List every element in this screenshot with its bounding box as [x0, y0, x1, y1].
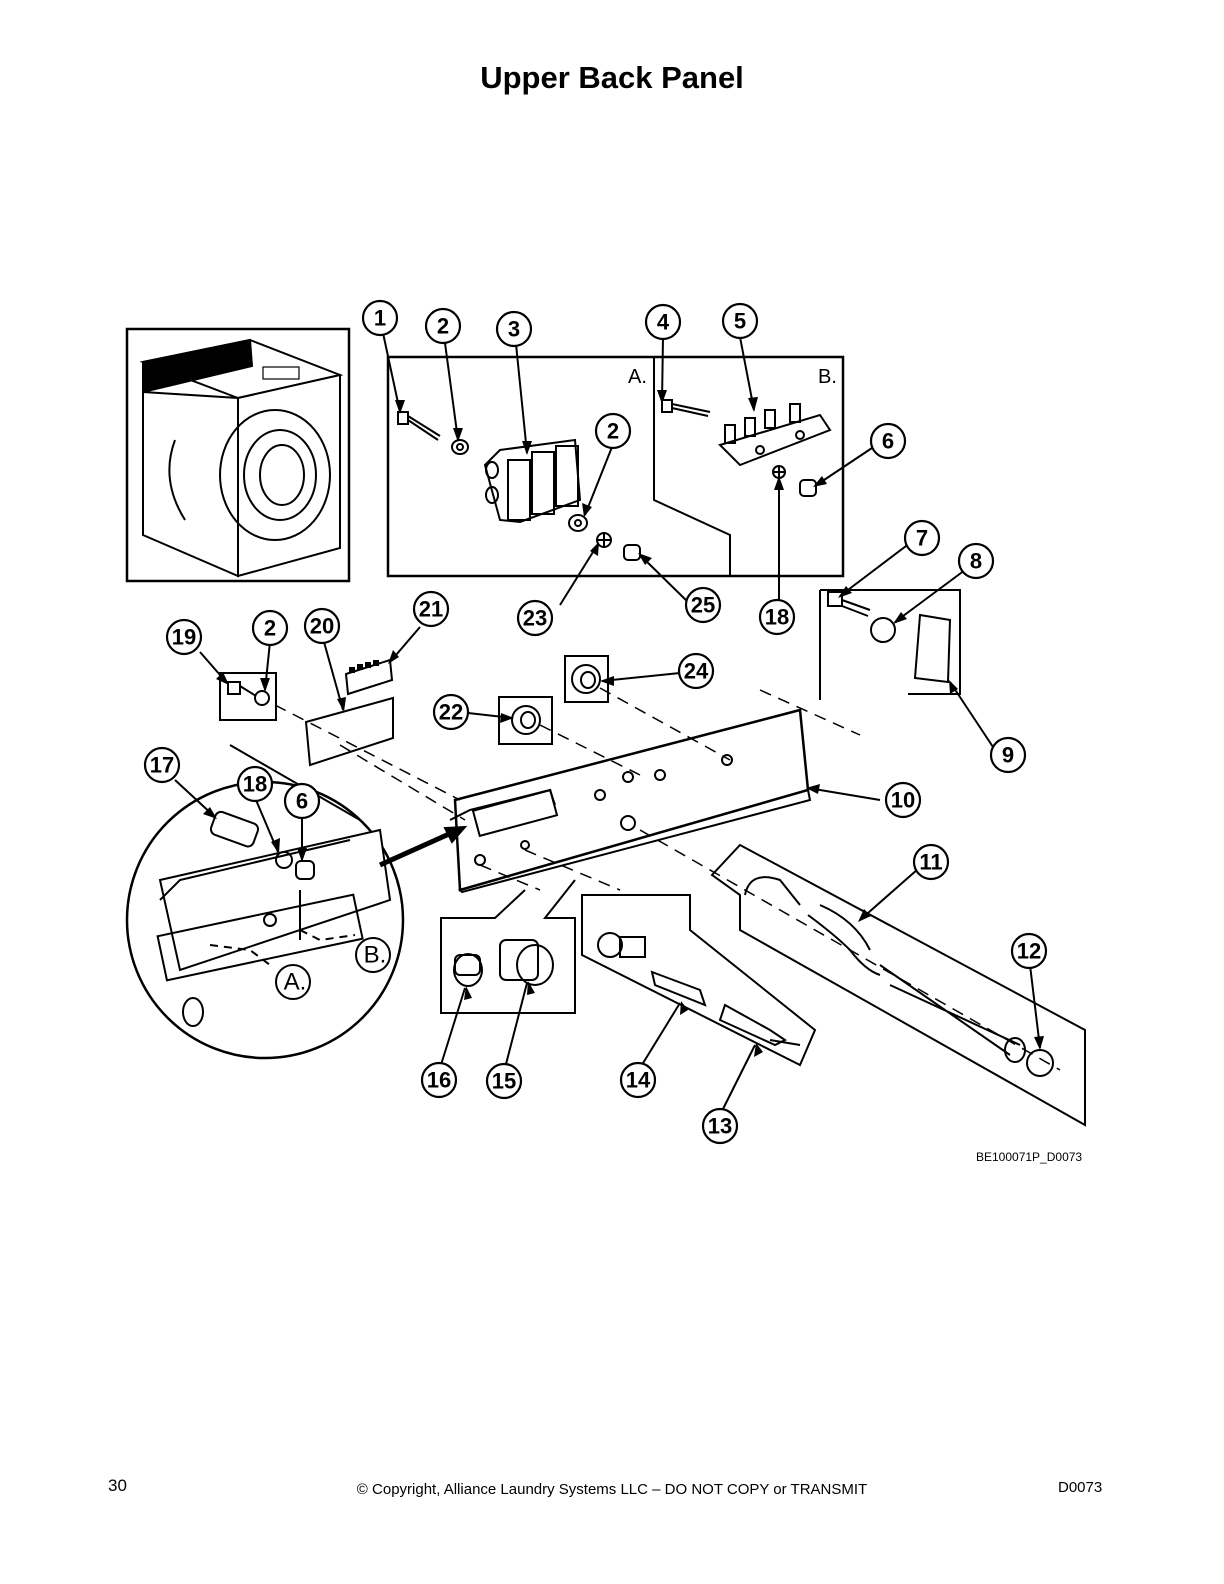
- inset-labels: A. B.: [628, 366, 837, 388]
- elbow-part-11: [744, 876, 801, 906]
- callout-24: 24: [684, 659, 709, 684]
- fuse-part-14: [650, 970, 707, 1007]
- callout-14: 14: [626, 1068, 651, 1093]
- callout-11: 11: [919, 850, 942, 875]
- grommet-part-24: [571, 664, 601, 694]
- callout-20: 20: [310, 614, 334, 639]
- connector-part-15: [516, 944, 554, 986]
- callout-1: 1: [374, 306, 386, 331]
- connector-part-17: [209, 810, 260, 848]
- sensor-box-13-14: [581, 894, 817, 1067]
- screw-part-4: [661, 399, 711, 417]
- detail-label-b-circle: [355, 937, 391, 973]
- callout-15: 15: [492, 1069, 516, 1094]
- callout-8: 8: [970, 549, 982, 574]
- lockwasher-part-23: [596, 532, 612, 548]
- callout-numbers: 1 2 3 4 5 2 6 7 8 9 10 11 12 13 14 15 16…: [150, 306, 1041, 1139]
- terminal-block-part-5: [718, 403, 832, 467]
- hose-part-11: [879, 964, 1021, 1056]
- callout-23: 23: [523, 606, 547, 631]
- callout-5: 5: [734, 309, 746, 334]
- dryer-overview-illustration: [125, 327, 351, 583]
- hose-box-11-12: [710, 843, 1086, 1127]
- callout-22: 22: [439, 700, 463, 725]
- probe-part-13: [718, 1003, 787, 1047]
- figure-code: BE100071P_D0073: [976, 1150, 1083, 1164]
- fuse-block-part-3: [483, 438, 582, 524]
- fastener-box-7-8-9: [819, 589, 961, 700]
- callout-2c: 2: [264, 616, 276, 641]
- screw-part-1: [397, 411, 441, 441]
- page-number: 30: [108, 1476, 127, 1495]
- callout-3: 3: [508, 317, 520, 342]
- callout-21: 21: [419, 597, 443, 622]
- inset-label-a: A.: [628, 366, 647, 388]
- callout-circles: [143, 299, 1048, 1145]
- nut-part-6: [799, 479, 817, 497]
- arrowheads: [203, 390, 1044, 1057]
- screw-part-19: [227, 681, 257, 697]
- callout-6: 6: [882, 429, 894, 454]
- cover-plate-part-20: [304, 696, 394, 767]
- callout-18b: 18: [765, 605, 789, 630]
- document-code: D0073: [1058, 1479, 1103, 1496]
- detail-label-b: B.: [364, 942, 387, 969]
- nut-part-25: [623, 544, 641, 561]
- callout-16: 16: [427, 1068, 451, 1093]
- callout-12: 12: [1017, 939, 1041, 964]
- page-title: Upper Back Panel: [480, 60, 744, 95]
- detail-label-a-circle: [275, 964, 311, 1000]
- connector-box-15-16: [440, 879, 576, 1014]
- callout-9: 9: [1002, 743, 1014, 768]
- detail-labels: A. B.: [284, 942, 387, 996]
- callout-25: 25: [691, 593, 715, 618]
- screw-part-7: [827, 591, 871, 617]
- callout-7: 7: [916, 526, 928, 551]
- callout-18: 18: [243, 772, 267, 797]
- connector-part-16: [453, 953, 483, 987]
- inset-panel-a-b: [386, 355, 845, 578]
- washer-part-2: [568, 514, 588, 532]
- callout-4: 4: [657, 310, 670, 335]
- copyright-notice: © Copyright, Alliance Laundry Systems LL…: [356, 1481, 868, 1498]
- back-panel-part-10: [449, 708, 812, 894]
- callout-10: 10: [891, 788, 915, 813]
- callout-19: 19: [172, 625, 196, 650]
- callout-6b: 6: [296, 789, 308, 814]
- callout-2b: 2: [607, 419, 619, 444]
- nut-part-6: [295, 860, 315, 880]
- grommet-part-22: [511, 705, 541, 735]
- washer-part-2: [254, 690, 270, 706]
- screw-box-19-2: [219, 672, 277, 721]
- washer-part-2: [451, 439, 469, 455]
- washer-part-8: [870, 617, 896, 643]
- callout-17: 17: [150, 753, 174, 778]
- callout-2: 2: [437, 314, 449, 339]
- clip-part-9: [913, 613, 952, 684]
- inset-label-b: B.: [818, 366, 837, 388]
- callout-13: 13: [708, 1114, 732, 1139]
- lockwasher-part-18: [275, 851, 293, 869]
- detail-label-a: A.: [284, 969, 307, 996]
- decal-part-21: [344, 658, 394, 696]
- fitting-part-14-end: [597, 932, 623, 958]
- grommet-box-22: [498, 696, 553, 745]
